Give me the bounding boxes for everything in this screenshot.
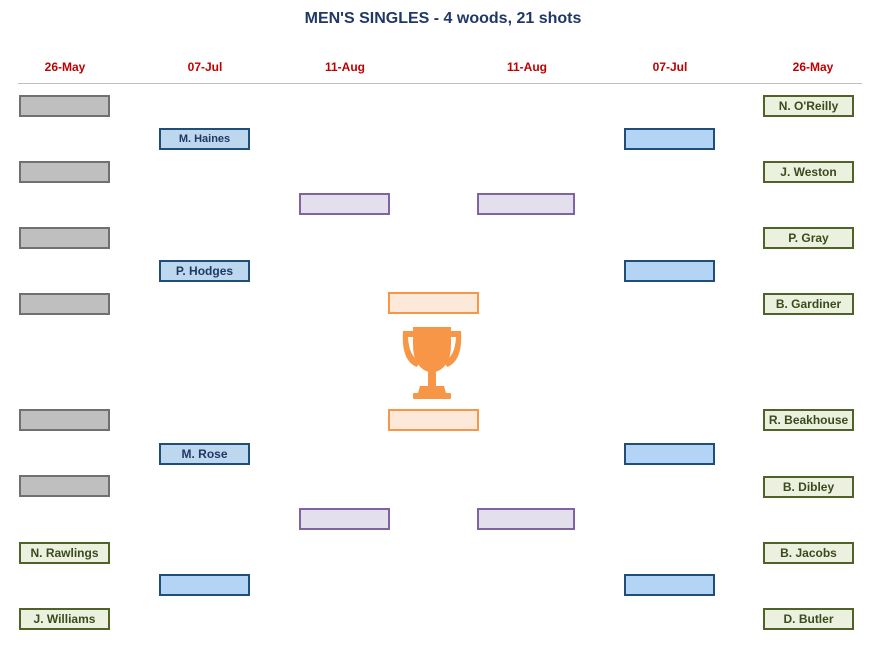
right-r2-slot-1[interactable]: [624, 128, 715, 150]
final-slot-1[interactable]: [388, 292, 479, 314]
left-r1-slot-2[interactable]: [19, 161, 110, 183]
trophy-icon: [402, 327, 462, 399]
left-r2-slot-2[interactable]: P. Hodges: [159, 260, 250, 282]
right-r1-slot-1[interactable]: N. O'Reilly: [763, 95, 854, 117]
left-r2-slot-3[interactable]: M. Rose: [159, 443, 250, 465]
left-r1-slot-5[interactable]: [19, 409, 110, 431]
right-r1-slot-5[interactable]: R. Beakhouse: [763, 409, 854, 431]
right-r2-slot-4[interactable]: [624, 574, 715, 596]
left-r3-slot-1[interactable]: [299, 193, 390, 215]
left-r1-slot-7[interactable]: N. Rawlings: [19, 542, 110, 564]
left-r3-slot-2[interactable]: [299, 508, 390, 530]
final-slot-2[interactable]: [388, 409, 479, 431]
date-right-round2: 07-Jul: [652, 60, 688, 74]
left-r1-slot-3[interactable]: [19, 227, 110, 249]
right-r2-slot-3[interactable]: [624, 443, 715, 465]
header-divider: [18, 83, 862, 84]
date-left-round1: 26-May: [44, 60, 86, 74]
date-right-round1: 26-May: [792, 60, 834, 74]
right-r1-slot-4[interactable]: B. Gardiner: [763, 293, 854, 315]
right-r1-slot-6[interactable]: B. Dibley: [763, 476, 854, 498]
date-right-round3: 11-Aug: [506, 60, 547, 74]
right-r1-slot-2[interactable]: J. Weston: [763, 161, 854, 183]
left-r1-slot-6[interactable]: [19, 475, 110, 497]
right-r1-slot-8[interactable]: D. Butler: [763, 608, 854, 630]
right-r2-slot-2[interactable]: [624, 260, 715, 282]
right-r1-slot-7[interactable]: B. Jacobs: [763, 542, 854, 564]
right-r3-slot-1[interactable]: [477, 193, 575, 215]
right-r1-slot-3[interactable]: P. Gray: [763, 227, 854, 249]
date-left-round3: 11-Aug: [324, 60, 365, 74]
left-r2-slot-1[interactable]: M. Haines: [159, 128, 250, 150]
date-left-round2: 07-Jul: [187, 60, 223, 74]
right-r3-slot-2[interactable]: [477, 508, 575, 530]
left-r1-slot-8[interactable]: J. Williams: [19, 608, 110, 630]
left-r1-slot-1[interactable]: [19, 95, 110, 117]
left-r2-slot-4[interactable]: [159, 574, 250, 596]
left-r1-slot-4[interactable]: [19, 293, 110, 315]
page-title: MEN'S SINGLES - 4 woods, 21 shots: [304, 10, 582, 27]
